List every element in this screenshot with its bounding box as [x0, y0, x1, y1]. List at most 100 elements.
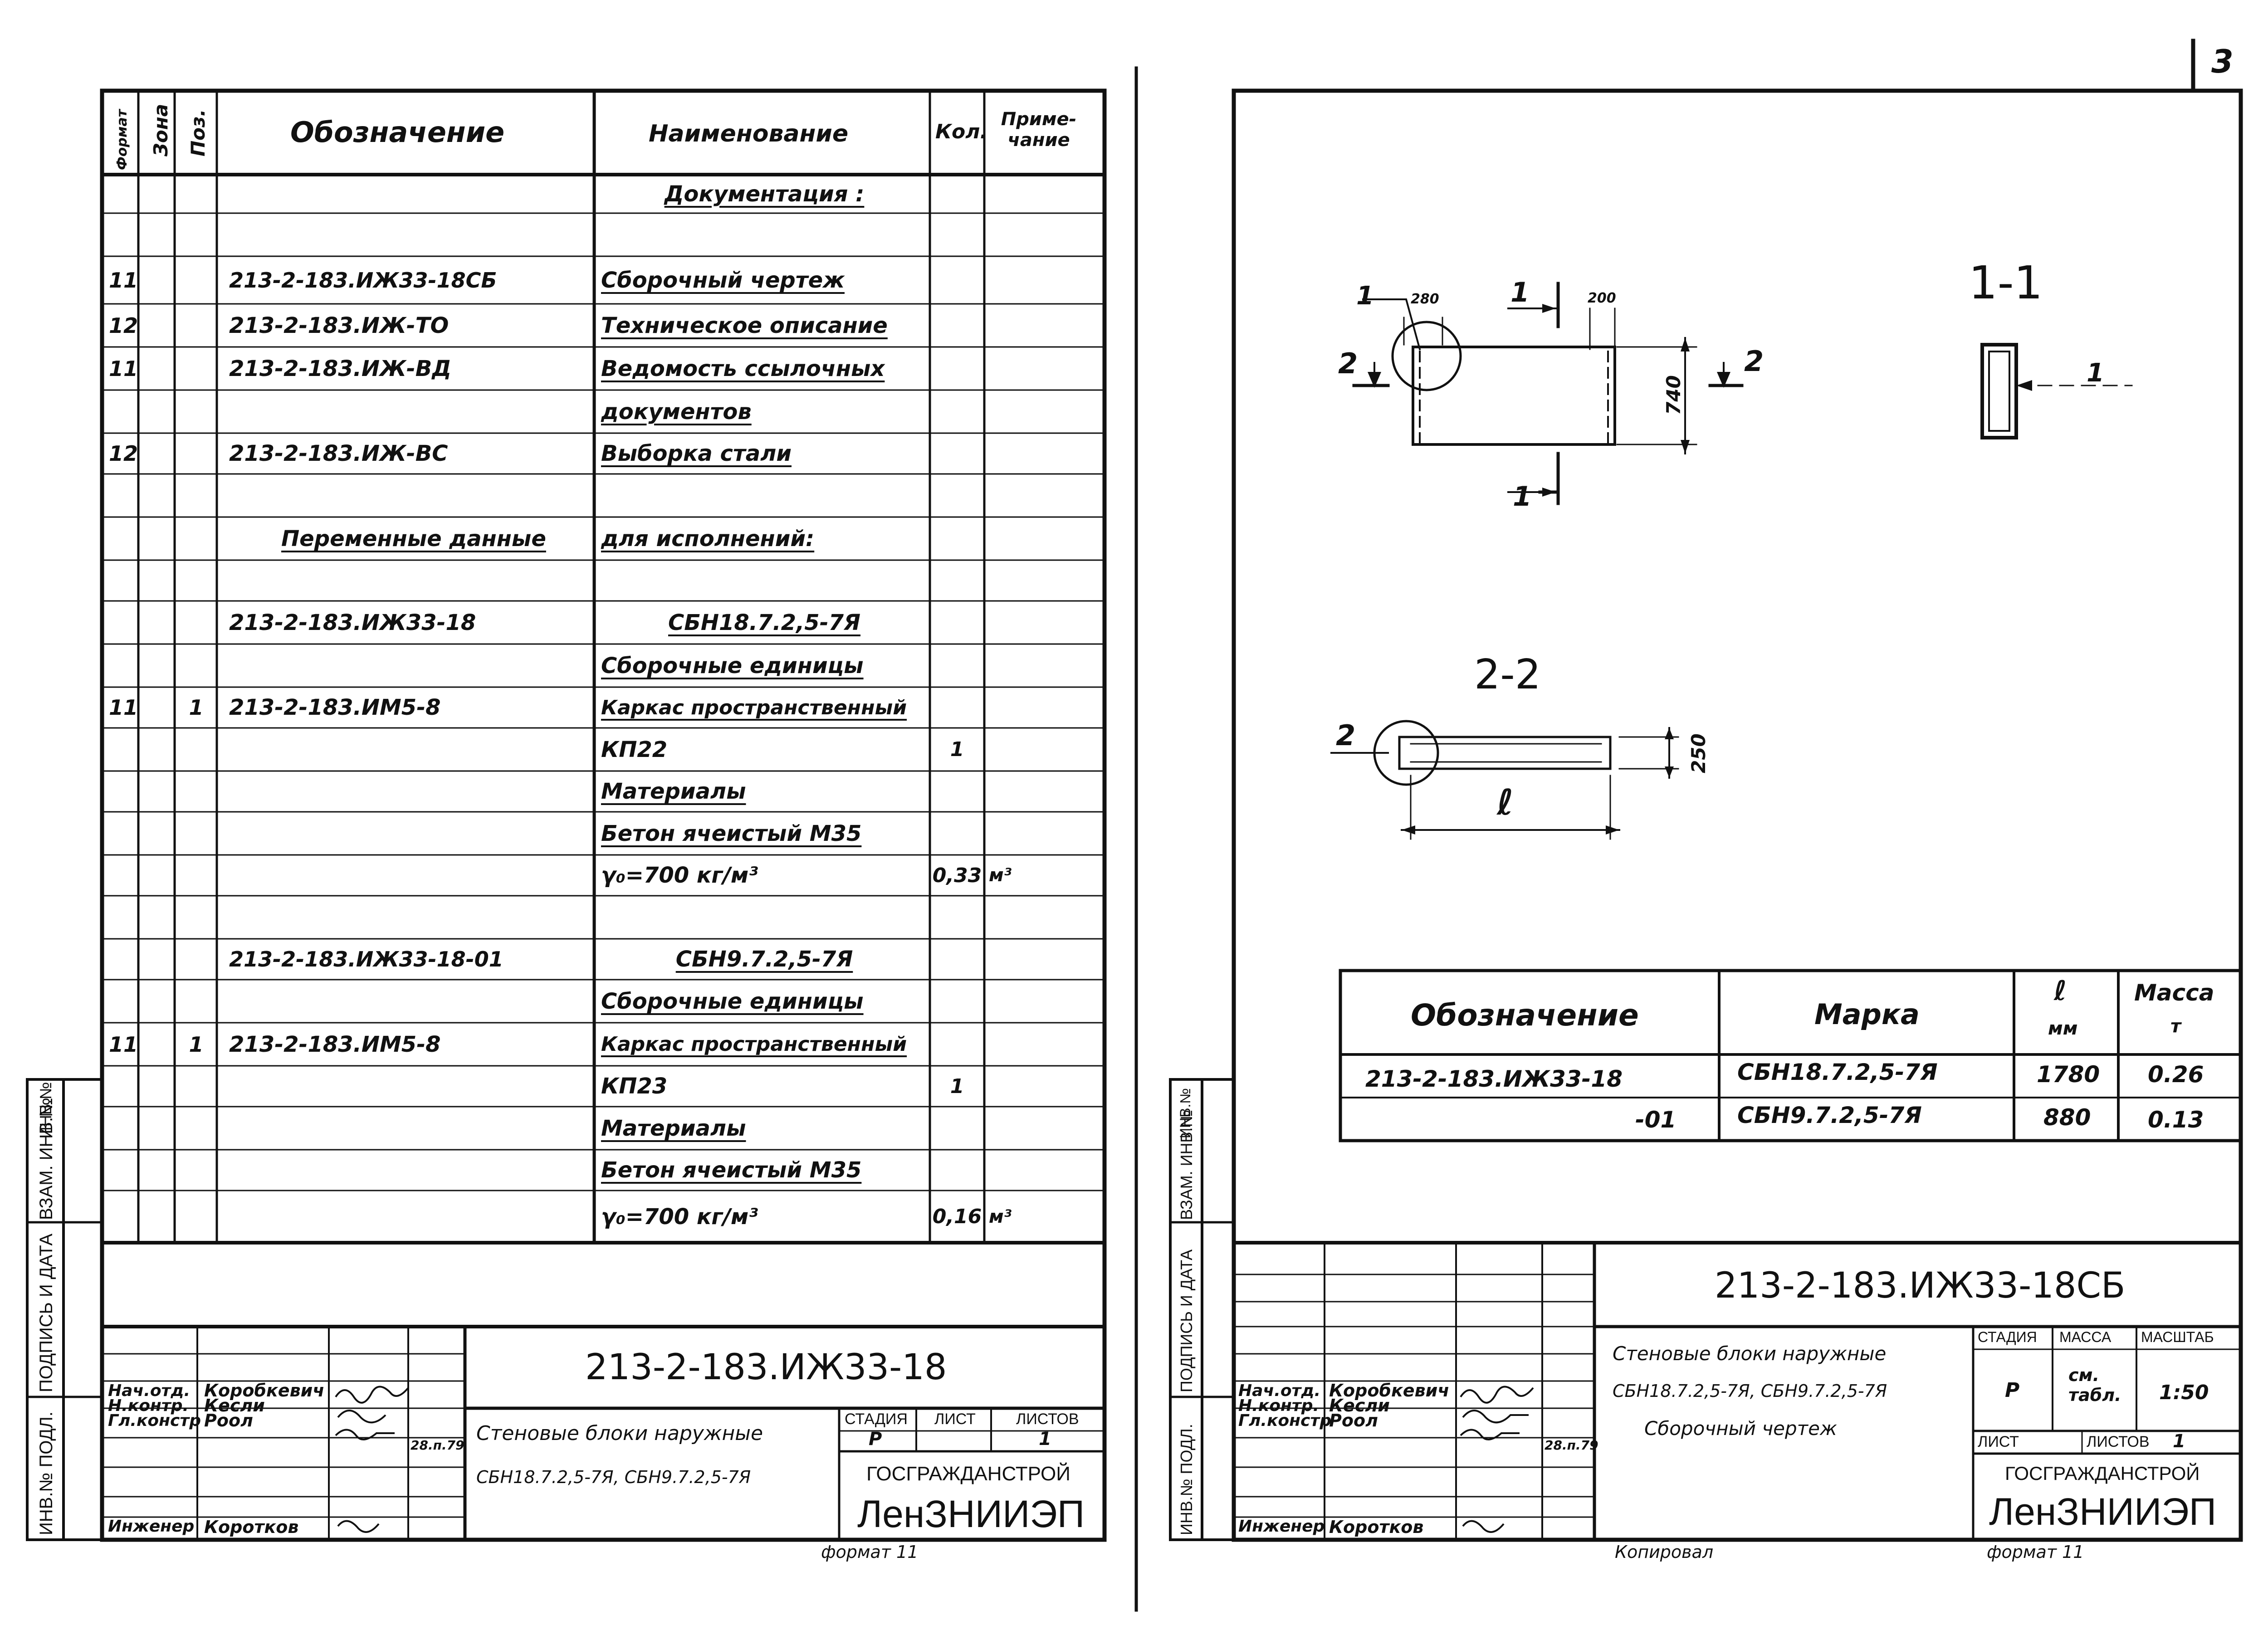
right-date: 28.п.79 — [1545, 1438, 1598, 1453]
r-name-rool: Роол — [1329, 1410, 1378, 1430]
name-kesli: Кесли — [204, 1396, 265, 1415]
header-designation: Обозначение — [290, 116, 505, 149]
rt-header-l: ℓ — [2054, 975, 2067, 1007]
section-2-2-title: 2-2 — [1474, 651, 1541, 698]
row-name: СБН9.7.2,5-7Я — [675, 947, 853, 972]
rt-row2-des: -01 — [1635, 1107, 1677, 1133]
rt-row1-mark: СБН18.7.2,5-7Я — [1737, 1059, 1938, 1085]
row-name: Каркас пространственный — [601, 1033, 907, 1056]
row-designation: 213-2-183.ИЖ-ВС — [229, 441, 448, 466]
header-note: Приме-чание — [1001, 109, 1077, 151]
rt-header-l-unit: мм — [2048, 1018, 2078, 1039]
row-format: 12 — [109, 313, 138, 338]
rt-header-mass: Масса — [2134, 980, 2214, 1006]
left-sheets-label: Листов — [1016, 1410, 1079, 1428]
rt-row2-mass: 0.13 — [2148, 1107, 2204, 1133]
r-name-korobkevich: Коробкевич — [1329, 1381, 1450, 1401]
row-name: Материалы — [601, 1115, 746, 1141]
left-date: 28.п.79 — [411, 1438, 464, 1453]
page-number: 3 — [2211, 43, 2234, 80]
left-title-line1: Стеновые блоки наружные — [476, 1422, 763, 1445]
row-designation: 213-2-183.ИМ5-8 — [229, 1031, 441, 1057]
row-name: Сборочный чертеж — [601, 267, 845, 293]
left-frame — [100, 88, 1107, 1542]
right-names: Коробкевич Кесли Роол — [1329, 1381, 1450, 1430]
right-margin-inv-podl: Инв.№ подл. — [1177, 1424, 1196, 1535]
sec22-dim-l: ℓ — [1497, 782, 1514, 823]
section-1-1-title: 1-1 — [1969, 256, 2043, 309]
row-format: 12 — [109, 441, 138, 466]
row-designation: 213-2-183.ИЖ33-18СБ — [229, 268, 497, 293]
row-designation: 213-2-183.ИЖ33-18-01 — [229, 947, 503, 971]
row-qty: 1 — [950, 1074, 964, 1098]
left-org2: ЛенЗНИИЭП — [857, 1493, 1085, 1535]
right-org2: ЛенЗНИИЭП — [1989, 1490, 2217, 1533]
role-n-kontr: Н.контр. — [108, 1396, 189, 1415]
role-gl-konstr: Гл.констр — [108, 1411, 201, 1430]
elev-callout-1: 1 — [1356, 281, 1374, 311]
row-qty: 0,16 — [932, 1205, 982, 1228]
rt-row1-mass: 0.26 — [2148, 1061, 2204, 1088]
right-margin-inv: Инв.№ — [1177, 1088, 1193, 1138]
rt-row1-des: 213-2-183.ИЖ33-18 — [1365, 1066, 1623, 1092]
name-rool: Роол — [204, 1410, 253, 1430]
left-format: формат 11 — [821, 1542, 919, 1562]
role-nach-otd: Нач.отд. — [108, 1381, 191, 1400]
rt-row2-mark: СБН9.7.2,5-7Я — [1737, 1102, 1922, 1128]
left-names: Коробкевич Кесли Роол — [204, 1381, 325, 1430]
role-engineer: Инженер — [108, 1517, 195, 1536]
right-format: формат 11 — [1987, 1542, 2084, 1562]
right-designation: 213-2-183.ИЖ33-18СБ — [1715, 1265, 2126, 1306]
left-sheets: 1 — [1039, 1429, 1051, 1450]
right-frame — [1232, 88, 2243, 1542]
right-copied: Копировал — [1615, 1542, 1714, 1562]
r-name-kesli: Кесли — [1329, 1396, 1390, 1415]
elev-dim-280: 280 — [1411, 291, 1439, 307]
left-roles: Нач.отд. Н.контр. Гл.констр — [108, 1381, 201, 1430]
right-org1: ГОСГРАЖДАНСТРОЙ — [2005, 1463, 2200, 1484]
right-roles: Нач.отд. Н.контр. Гл.констр — [1238, 1381, 1331, 1430]
row-name: КП22 — [601, 737, 668, 762]
r-name-korotkov: Коротков — [1329, 1517, 1424, 1537]
name-korobkevich: Коробкевич — [204, 1381, 325, 1401]
right-sheets-label: Листов — [2087, 1433, 2150, 1450]
section-1-1-callout: 1 — [2087, 358, 2104, 388]
row-format: 11 — [109, 695, 138, 720]
right-sheets: 1 — [2173, 1431, 2185, 1452]
row-designation: 213-2-183.ИЖ33-18 — [229, 610, 476, 635]
row-name: Каркас пространственный — [601, 696, 907, 719]
right-title-line1: Стеновые блоки наружные — [1613, 1342, 1887, 1365]
row-note: м³ — [989, 865, 1012, 886]
r-role-gl-konstr: Гл.констр — [1238, 1411, 1331, 1430]
left-title-line2: СБН18.7.2,5-7Я, СБН9.7.2,5-7Я — [476, 1467, 751, 1487]
row-designation: 213-2-183.ИЖ-ТО — [229, 312, 449, 338]
rt-header-designation: Обозначение — [1411, 998, 1639, 1033]
r-role-n-kontr: Н.контр. — [1238, 1396, 1320, 1415]
right-mass-label: Масса — [2059, 1329, 2112, 1345]
name-korotkov: Коротков — [204, 1517, 299, 1537]
elev-dim-200: 200 — [1588, 290, 1616, 306]
row-format: 11 — [109, 1032, 138, 1057]
header-name: Наименование — [649, 120, 849, 147]
row-designation: Переменные данные — [281, 526, 546, 552]
right-stage-label: Стадия — [1978, 1329, 2037, 1345]
row-name: СБН18.7.2,5-7Я — [668, 610, 860, 635]
row-name: для исполнений: — [601, 526, 815, 552]
row-name: Сборочные единицы — [601, 988, 864, 1014]
right-title-line3: Сборочный чертеж — [1644, 1417, 1837, 1440]
row-name: Материалы — [601, 779, 746, 804]
row-name: Документация : — [664, 181, 865, 207]
right-scale-label: Масштаб — [2141, 1329, 2214, 1345]
r-role-nach-otd: Нач.отд. — [1238, 1381, 1321, 1400]
header-qty: Кол. — [935, 120, 988, 143]
row-note: м³ — [989, 1206, 1012, 1227]
left-stage-label: Стадия — [845, 1410, 908, 1428]
row-pos: 1 — [189, 1032, 204, 1057]
elev-section-2-left: 2 — [1338, 347, 1358, 380]
left-org1: ГОСГРАЖДАНСТРОЙ — [866, 1463, 1070, 1485]
left-stage: Р — [869, 1429, 882, 1450]
